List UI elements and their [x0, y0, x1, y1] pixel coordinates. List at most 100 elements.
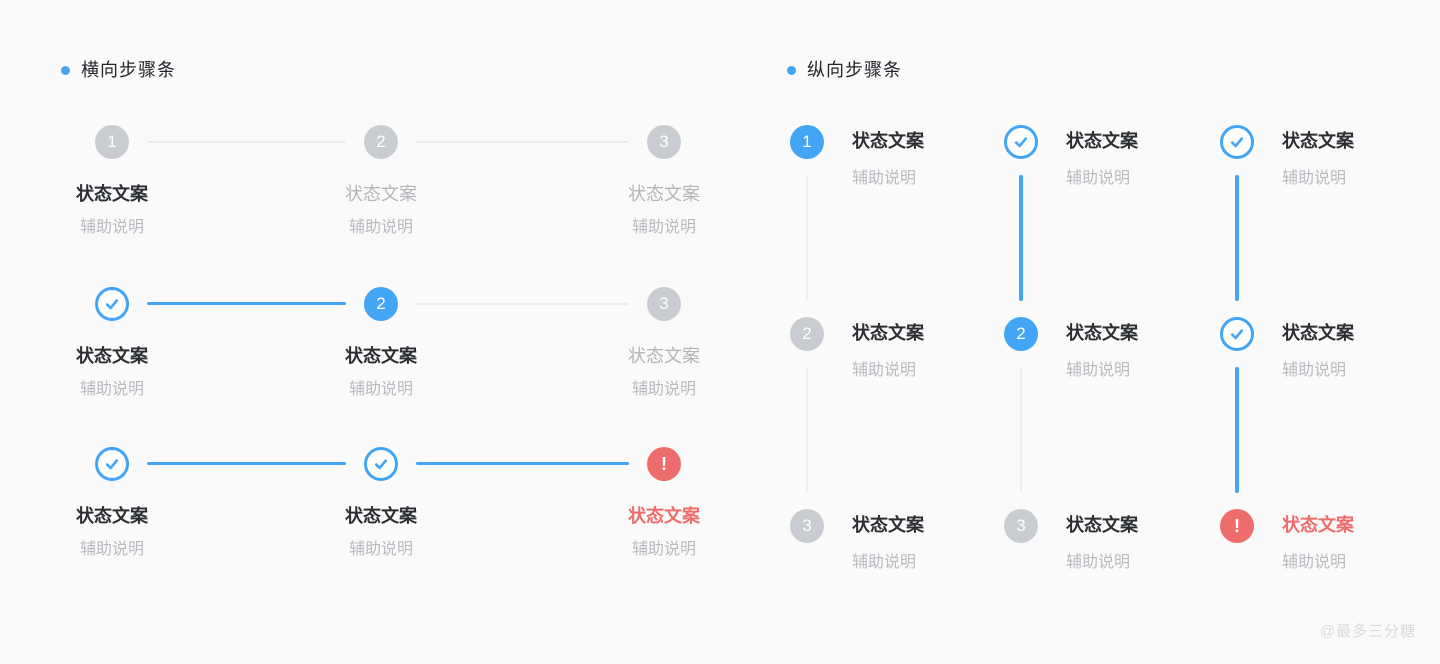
- step-number-indicator[interactable]: 2: [364, 287, 398, 321]
- vertical-section-header: 纵向步骤条: [787, 58, 902, 82]
- check-icon: [1230, 329, 1244, 340]
- step-description: 辅助说明: [1066, 170, 1131, 187]
- step-title: 状态文案: [852, 131, 924, 151]
- check-icon: [105, 299, 119, 310]
- step-description: 辅助说明: [631, 541, 696, 558]
- step-number: 2: [802, 324, 812, 343]
- step-item: 2 状态文案 辅助说明: [790, 317, 924, 382]
- step-title: 状态文案: [852, 323, 924, 343]
- step-number: 3: [659, 294, 669, 313]
- step-item: 状态文案 辅助说明: [291, 447, 471, 561]
- step-item: 状态文案 辅助说明: [1220, 317, 1354, 382]
- step-description: 辅助说明: [1282, 170, 1347, 187]
- check-icon: [105, 459, 119, 470]
- step-description: 辅助说明: [79, 381, 144, 398]
- step-item: 3 状态文案 辅助说明: [1004, 509, 1138, 574]
- step-item: 状态文案 辅助说明: [22, 447, 202, 561]
- step-connector: [806, 175, 808, 301]
- step-number-indicator[interactable]: 3: [790, 509, 824, 543]
- step-title: 状态文案: [76, 506, 148, 526]
- step-item: 状态文案 辅助说明: [22, 287, 202, 401]
- step-number-indicator[interactable]: 2: [790, 317, 824, 351]
- step-title: 状态文案: [1282, 131, 1354, 151]
- step-number-indicator[interactable]: 3: [647, 125, 681, 159]
- step-description: 辅助说明: [1282, 554, 1347, 571]
- exclamation-icon: !: [1234, 515, 1240, 536]
- step-description: 辅助说明: [631, 381, 696, 398]
- step-connector: [1020, 367, 1022, 493]
- bullet-dot-icon: [787, 65, 796, 75]
- step-connector: [147, 302, 346, 305]
- step-title: 状态文案: [1282, 515, 1354, 535]
- check-icon: [1014, 137, 1028, 148]
- step-description: 辅助说明: [79, 541, 144, 558]
- step-number: 2: [376, 132, 386, 151]
- step-description: 辅助说明: [631, 219, 696, 236]
- step-number-indicator[interactable]: 3: [647, 287, 681, 321]
- step-done-indicator[interactable]: [1220, 317, 1254, 351]
- step-description: 辅助说明: [1066, 362, 1131, 379]
- step-title: 状态文案: [345, 346, 417, 366]
- step-error-indicator[interactable]: !: [1220, 509, 1254, 543]
- step-done-indicator[interactable]: [1220, 125, 1254, 159]
- step-number: 3: [1016, 516, 1026, 535]
- step-title: 状态文案: [345, 184, 417, 204]
- step-number: 1: [802, 132, 812, 151]
- step-item: 3 状态文案 辅助说明: [574, 125, 754, 239]
- step-title: 状态文案: [1282, 323, 1354, 343]
- step-item: ! 状态文案 辅助说明: [1220, 509, 1354, 574]
- step-done-indicator[interactable]: [364, 447, 398, 481]
- step-error-indicator[interactable]: !: [647, 447, 681, 481]
- step-connector: [806, 367, 808, 493]
- step-description: 辅助说明: [852, 554, 917, 571]
- step-connector: [416, 462, 629, 465]
- step-item: 3 状态文案 辅助说明: [790, 509, 924, 574]
- step-number: 2: [376, 294, 386, 313]
- step-number-indicator[interactable]: 2: [364, 125, 398, 159]
- step-title: 状态文案: [628, 346, 700, 366]
- step-number: 3: [659, 132, 669, 151]
- step-done-indicator[interactable]: [95, 447, 129, 481]
- bullet-dot-icon: [61, 65, 70, 75]
- step-number: 1: [107, 132, 117, 151]
- step-item: 状态文案 辅助说明: [1004, 125, 1138, 190]
- step-description: 辅助说明: [852, 170, 917, 187]
- step-title: 状态文案: [76, 346, 148, 366]
- step-title: 状态文案: [1066, 131, 1138, 151]
- step-number-indicator[interactable]: 1: [790, 125, 824, 159]
- check-icon: [374, 459, 388, 470]
- step-connector: [1235, 367, 1239, 493]
- step-connector: [147, 141, 346, 143]
- step-item: 1 状态文案 辅助说明: [790, 125, 924, 190]
- step-title: 状态文案: [345, 506, 417, 526]
- step-item: 2 状态文案 辅助说明: [1004, 317, 1138, 382]
- step-connector: [147, 462, 346, 465]
- step-title: 状态文案: [628, 506, 700, 526]
- step-number: 3: [802, 516, 812, 535]
- step-item: 3 状态文案 辅助说明: [574, 287, 754, 401]
- step-description: 辅助说明: [348, 219, 413, 236]
- step-number-indicator[interactable]: 3: [1004, 509, 1038, 543]
- step-description: 辅助说明: [348, 381, 413, 398]
- step-title: 状态文案: [628, 184, 700, 204]
- step-connector: [416, 141, 629, 143]
- step-title: 状态文案: [1066, 515, 1138, 535]
- step-item: 2 状态文案 辅助说明: [291, 125, 471, 239]
- step-connector: [1235, 175, 1239, 301]
- step-description: 辅助说明: [852, 362, 917, 379]
- step-done-indicator[interactable]: [1004, 125, 1038, 159]
- horizontal-section-header: 横向步骤条: [61, 58, 176, 82]
- step-item: ! 状态文案 辅助说明: [574, 447, 754, 561]
- step-item: 1 状态文案 辅助说明: [22, 125, 202, 239]
- step-description: 辅助说明: [1282, 362, 1347, 379]
- step-description: 辅助说明: [348, 541, 413, 558]
- step-title: 状态文案: [852, 515, 924, 535]
- step-item: 状态文案 辅助说明: [1220, 125, 1354, 190]
- step-title: 状态文案: [76, 184, 148, 204]
- step-number-indicator[interactable]: 2: [1004, 317, 1038, 351]
- step-number-indicator[interactable]: 1: [95, 125, 129, 159]
- step-description: 辅助说明: [1066, 554, 1131, 571]
- step-done-indicator[interactable]: [95, 287, 129, 321]
- watermark: @最多三分糖: [1319, 623, 1416, 640]
